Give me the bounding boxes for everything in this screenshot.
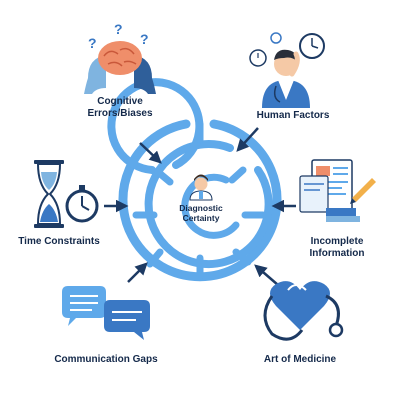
stethoscope-heart-icon bbox=[263, 281, 344, 341]
doctor-center-icon bbox=[189, 174, 213, 201]
incomplete-information-label: Incomplete Information bbox=[300, 236, 374, 260]
documents-icon bbox=[299, 159, 376, 222]
brain-icon: ? ? ? bbox=[84, 21, 156, 94]
center-line2: Certainty bbox=[182, 213, 220, 223]
speech-bubbles-icon bbox=[62, 286, 150, 340]
time-constraints-label: Time Constraints bbox=[18, 236, 100, 247]
tired-doctor-icon bbox=[249, 32, 325, 108]
incomplete-line1: Incomplete bbox=[310, 236, 364, 247]
svg-text:?: ? bbox=[140, 31, 149, 47]
cognitive-label: Cognitive Errors/Biases bbox=[80, 96, 160, 120]
arrow-cognitive bbox=[139, 142, 162, 164]
arrows bbox=[104, 127, 296, 286]
communication-gaps-label: Communication Gaps bbox=[54, 354, 158, 365]
center-label: Diagnostic Certainty bbox=[161, 203, 241, 223]
svg-text:?: ? bbox=[88, 35, 97, 51]
hourglass-stopwatch-icon bbox=[34, 160, 99, 228]
human-factors-label: Human Factors bbox=[256, 110, 330, 121]
arrow-communication bbox=[127, 262, 148, 283]
art-of-medicine-label: Art of Medicine bbox=[263, 354, 337, 365]
svg-text:?: ? bbox=[114, 21, 123, 37]
arrow-human bbox=[236, 127, 259, 152]
cognitive-line2: Errors/Biases bbox=[87, 108, 153, 119]
cognitive-line1: Cognitive bbox=[97, 96, 143, 107]
center-line1: Diagnostic bbox=[179, 203, 223, 213]
incomplete-line2: Information bbox=[309, 248, 365, 259]
arrow-medicine bbox=[254, 264, 279, 286]
